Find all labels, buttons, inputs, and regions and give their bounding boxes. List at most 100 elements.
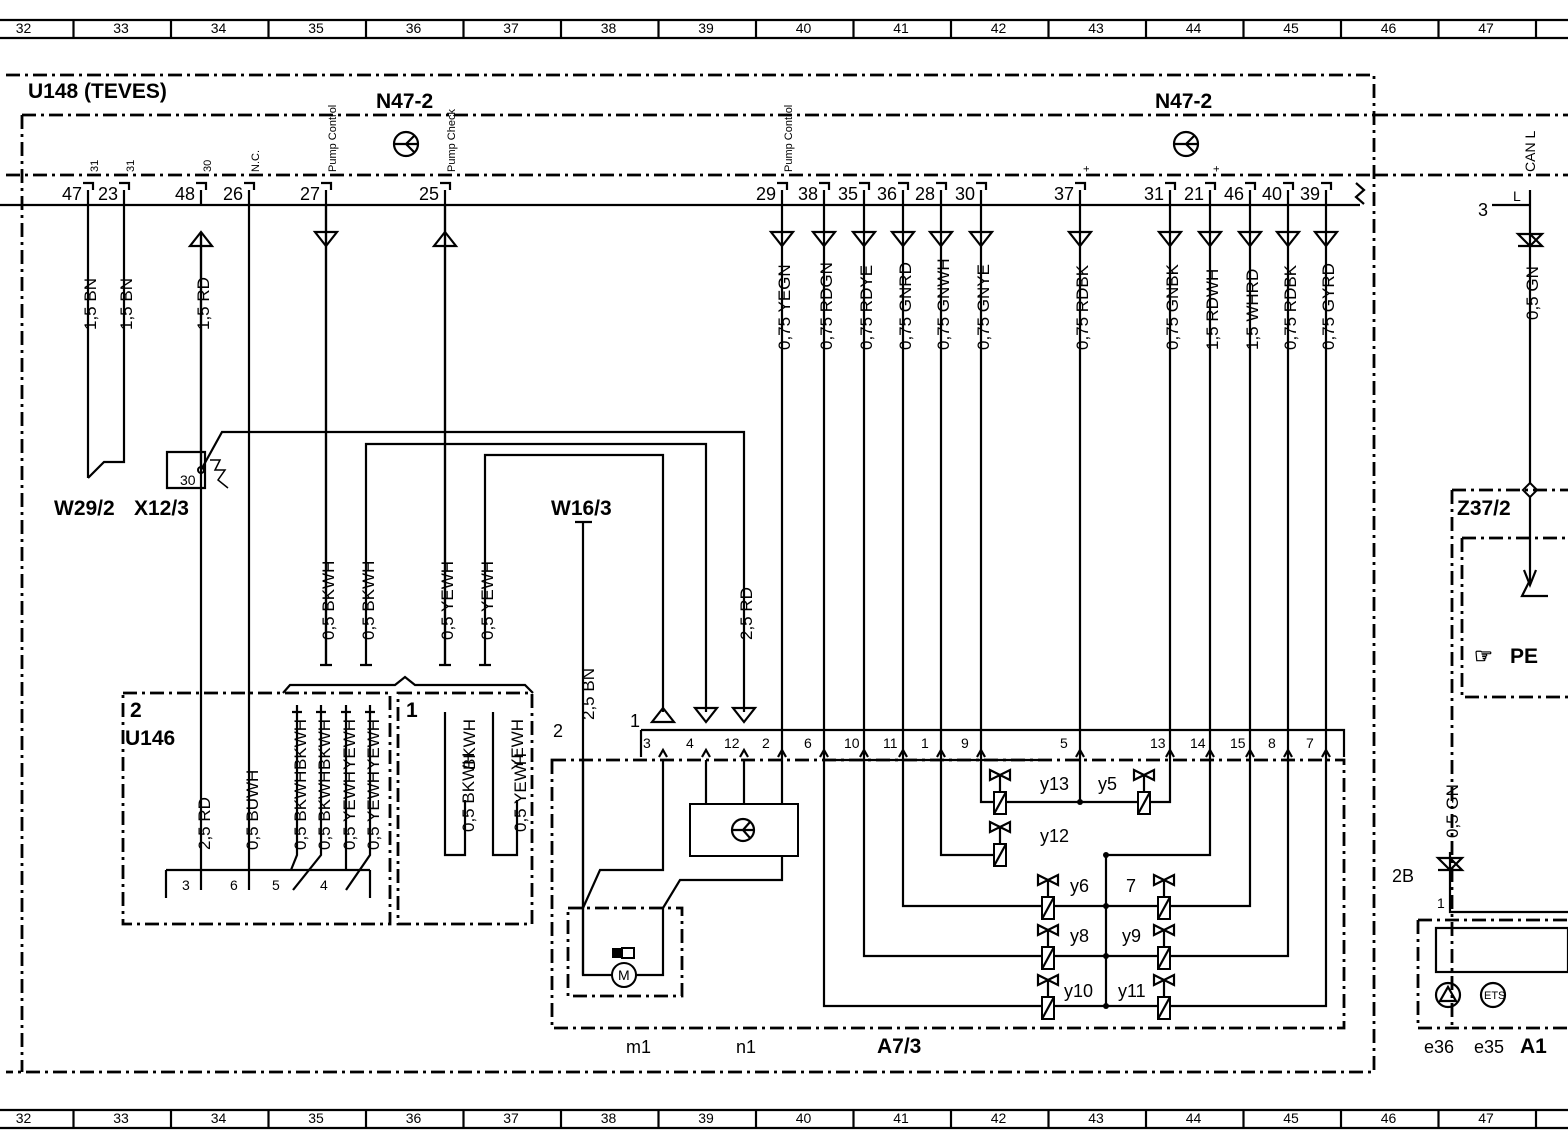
pin-terminal bbox=[976, 181, 988, 205]
u146-top-wire: YEWH bbox=[364, 719, 383, 770]
pump-symbol-icon bbox=[392, 130, 420, 158]
pin-signal: Pump Control bbox=[783, 105, 795, 172]
valve-icon bbox=[1152, 873, 1176, 897]
valve-icon bbox=[1132, 768, 1156, 792]
pin-signal: Pump Check bbox=[446, 109, 458, 172]
a7-pin: 3 bbox=[643, 735, 651, 751]
pointing-hand-icon: ☞ bbox=[1474, 645, 1493, 668]
pin-terminal bbox=[1321, 181, 1333, 205]
pin-terminal bbox=[1283, 181, 1295, 205]
wire-label: 0,75 RDGN bbox=[817, 262, 836, 350]
grid-cell-label: 47 bbox=[1478, 20, 1494, 36]
pin-number: 25 bbox=[419, 184, 439, 204]
terminal bbox=[739, 747, 749, 758]
module-boundary bbox=[6, 73, 1568, 1074]
pin-terminal bbox=[1075, 181, 1087, 205]
wire-bkwh-b: 0,5 BKWH bbox=[359, 561, 378, 640]
grid-cell-label: 32 bbox=[16, 20, 32, 36]
pin-label-1: 1 bbox=[630, 711, 640, 731]
signal-arrow-up-icon bbox=[649, 706, 677, 724]
u146-top-wire: BKWH bbox=[291, 719, 310, 770]
grid-cell-label: 46 bbox=[1381, 20, 1397, 36]
wire-label: 1,5 BN bbox=[81, 278, 100, 330]
pin-number: 21 bbox=[1184, 184, 1204, 204]
u146-pin: 3 bbox=[182, 877, 190, 893]
grid-cell-label: 39 bbox=[698, 1110, 714, 1126]
pin-terminal bbox=[244, 181, 256, 205]
terminal bbox=[898, 747, 908, 758]
a7-pin: 2 bbox=[762, 735, 770, 751]
terminal bbox=[1321, 747, 1331, 758]
grid-cell-label: 43 bbox=[1088, 20, 1104, 36]
wire-yewh-a: 0,5 YEWH bbox=[438, 561, 457, 640]
grid-cell-label: 35 bbox=[308, 1110, 324, 1126]
valve-icon bbox=[1152, 923, 1176, 947]
a7-pin: 8 bbox=[1268, 735, 1276, 751]
pin-signal: 31 bbox=[125, 160, 137, 172]
grid-cell-label: 39 bbox=[698, 20, 714, 36]
signal-arrow-down-icon bbox=[1274, 230, 1302, 248]
signal-arrow-down-icon bbox=[889, 230, 917, 248]
signal-arrow-down-icon bbox=[692, 706, 720, 724]
grid-cell-label: 42 bbox=[991, 20, 1007, 36]
signal-arrow-down-icon bbox=[967, 230, 995, 248]
valve-label: y6 bbox=[1070, 876, 1089, 896]
can-pin-3: 3 bbox=[1478, 200, 1488, 220]
pin-number: 30 bbox=[955, 184, 975, 204]
grid-cell-label: 36 bbox=[406, 1110, 422, 1126]
terminal bbox=[1205, 747, 1215, 758]
terminal bbox=[701, 747, 711, 758]
terminal bbox=[777, 747, 787, 758]
valve-label: y5 bbox=[1098, 774, 1117, 794]
pin-number: 46 bbox=[1224, 184, 1244, 204]
grid-cell-label: 34 bbox=[211, 20, 227, 36]
pin-terminal bbox=[898, 181, 910, 205]
n1-label: n1 bbox=[736, 1037, 756, 1057]
pin-number: 38 bbox=[798, 184, 818, 204]
wire-label: 1,5 RDWH bbox=[1203, 269, 1222, 350]
a7-pin: 15 bbox=[1230, 735, 1246, 751]
terminal bbox=[819, 747, 829, 758]
terminal bbox=[1245, 747, 1255, 758]
a7-pin: 5 bbox=[1060, 735, 1068, 751]
a7-pin: 11 bbox=[883, 735, 898, 751]
pin-signal: Pump Control bbox=[327, 105, 339, 172]
conn1-top-wire: BKWH bbox=[460, 719, 479, 770]
wire-label: 0,75 GNWH bbox=[934, 258, 953, 350]
w29-label: W29/2 bbox=[54, 497, 115, 520]
terminal bbox=[1165, 747, 1175, 758]
pin-terminal bbox=[777, 181, 789, 205]
signal-arrow-down-icon bbox=[810, 230, 838, 248]
grid-cell-label: 34 bbox=[211, 1110, 227, 1126]
a7-pin: 1 bbox=[921, 735, 929, 751]
valve-label: y12 bbox=[1040, 826, 1069, 846]
u146-wire: 0,5 BUWH bbox=[243, 770, 262, 850]
pin-terminal bbox=[440, 181, 452, 205]
pin-terminal bbox=[1245, 181, 1257, 205]
valve-label: y10 bbox=[1064, 981, 1093, 1001]
terminal bbox=[658, 747, 668, 758]
pin-signal: 31 bbox=[89, 160, 101, 172]
grid-cell-label: 32 bbox=[16, 1110, 32, 1126]
grid-cell-label: 46 bbox=[1381, 1110, 1397, 1126]
signal-arrow-down-icon bbox=[1066, 230, 1094, 248]
wire-label: 0,75 GNYE bbox=[974, 264, 993, 350]
pin-number: 28 bbox=[915, 184, 935, 204]
a7-pin: 4 bbox=[686, 735, 694, 751]
a7-pin: 7 bbox=[1306, 735, 1314, 751]
u146-wire: 0,5 YEWH bbox=[364, 771, 383, 850]
valve-label: y11 bbox=[1118, 981, 1146, 1001]
wire-label: 0,75 RDBK bbox=[1073, 264, 1092, 350]
grid-cell-label: 44 bbox=[1186, 20, 1202, 36]
u146-wire: 0,5 YEWH bbox=[340, 771, 359, 850]
pin-number: 40 bbox=[1262, 184, 1282, 204]
solenoid-slash bbox=[1157, 896, 1171, 920]
wire-label: 0,75 RDYE bbox=[857, 265, 876, 350]
e36-label: e36 bbox=[1424, 1037, 1454, 1057]
valve-label: y9 bbox=[1122, 926, 1141, 946]
wire-label: 0,75 GNRD bbox=[896, 262, 915, 350]
can-wire-bottom: 0,5 GN bbox=[1443, 784, 1462, 838]
